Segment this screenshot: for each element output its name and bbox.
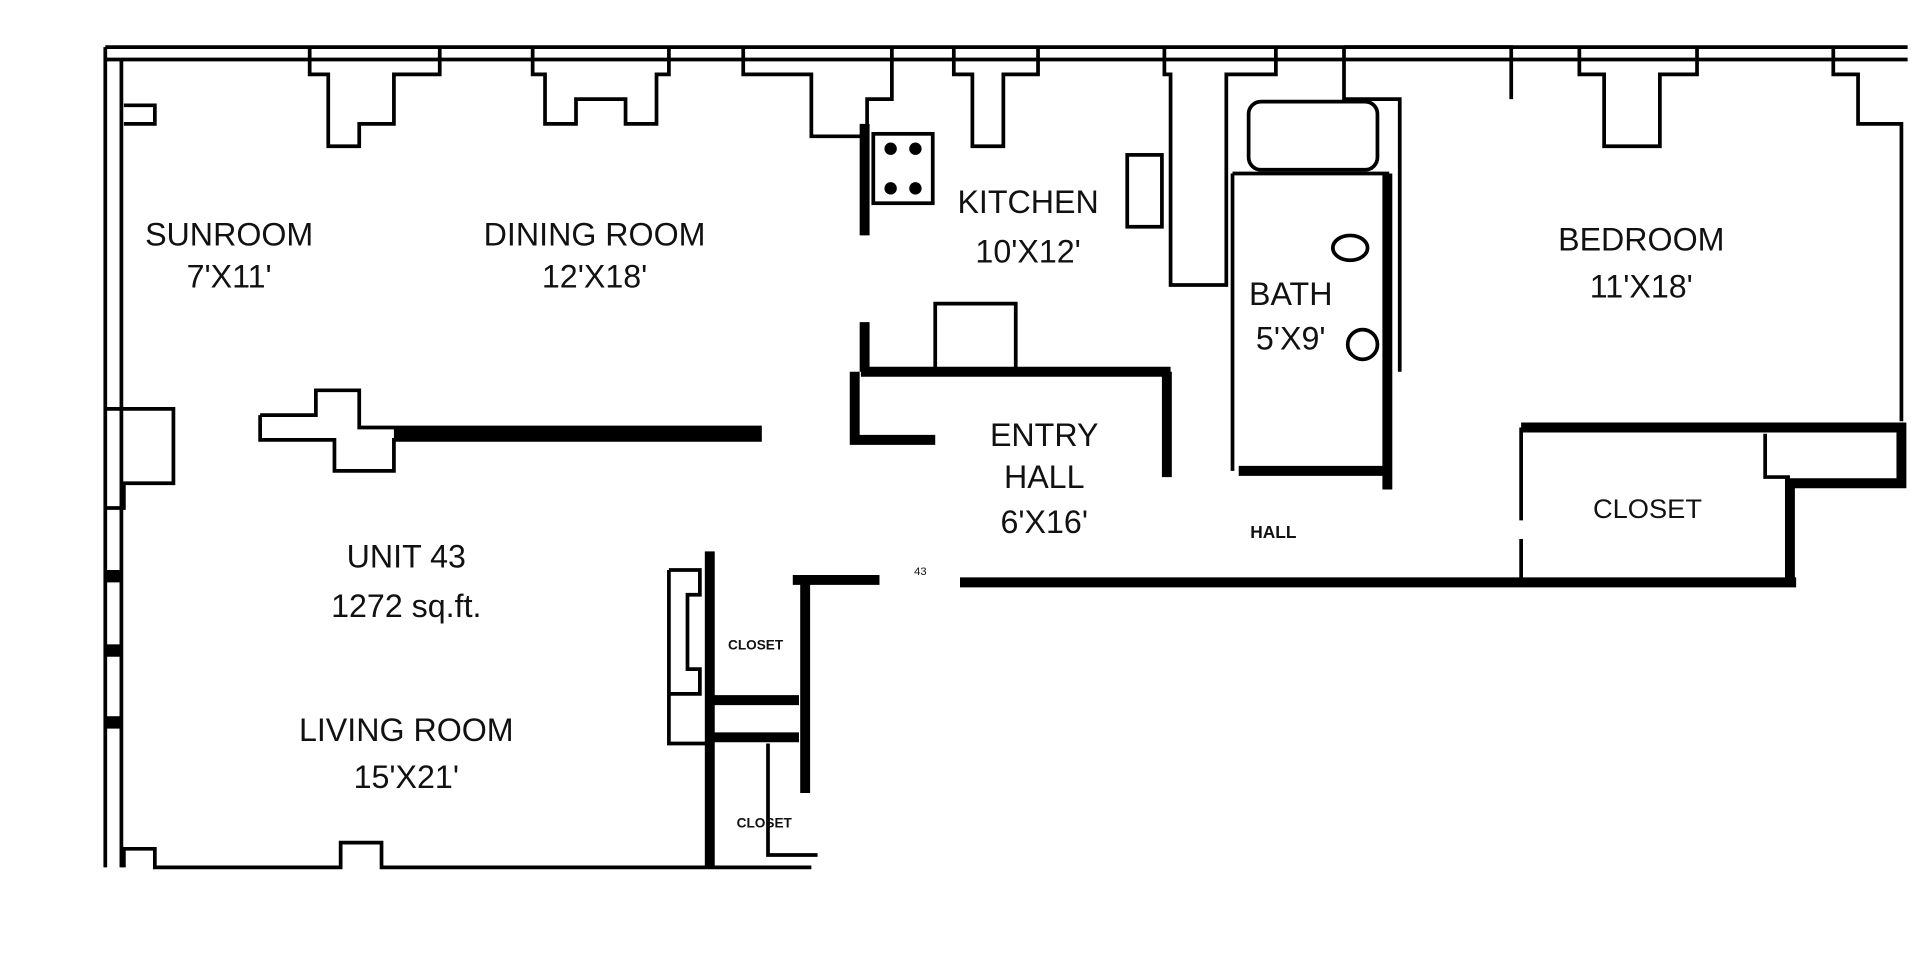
living-room-size: 15'X21' <box>354 759 459 795</box>
kitchen-size: 10'X12' <box>975 234 1080 270</box>
entry-hall-label: HALL <box>1004 459 1085 495</box>
kitchen-label: KITCHEN <box>957 184 1098 220</box>
dining-room-label: DINING ROOM <box>484 216 706 252</box>
sunroom-size: 7'X11' <box>187 258 272 294</box>
area-label: 1272 sq.ft. <box>331 588 481 624</box>
entry-label: ENTRY <box>990 417 1099 453</box>
sink-icon <box>1125 153 1164 229</box>
living-room-label: LIVING ROOM <box>299 712 514 748</box>
bath-label: BATH <box>1249 276 1332 312</box>
room-labels: SUNROOM 7'X11' DINING ROOM 12'X18' KITCH… <box>145 184 1724 831</box>
bathtub-icon <box>1246 99 1380 172</box>
hall-label: HALL <box>1250 522 1297 542</box>
door-number: 43 <box>914 566 926 578</box>
sunroom-label: SUNROOM <box>145 216 313 252</box>
interior-walls <box>258 123 1907 868</box>
exterior-walls <box>103 45 1908 870</box>
stove-icon <box>871 131 935 206</box>
bedroom-size: 11'X18' <box>1590 268 1693 304</box>
bath-size: 5'X9' <box>1256 320 1326 356</box>
entry-hall-size: 6'X16' <box>1000 504 1088 540</box>
bedroom-closet-label: CLOSET <box>1593 493 1702 524</box>
closet-label: CLOSET <box>737 816 793 831</box>
closet-label: CLOSET <box>728 637 784 652</box>
sink-icon <box>1345 327 1380 362</box>
toilet-icon <box>1330 233 1370 263</box>
unit-label: UNIT 43 <box>347 539 466 575</box>
dining-room-size: 12'X18' <box>542 258 647 294</box>
fixtures <box>871 99 1380 362</box>
bedroom-label: BEDROOM <box>1558 221 1724 257</box>
